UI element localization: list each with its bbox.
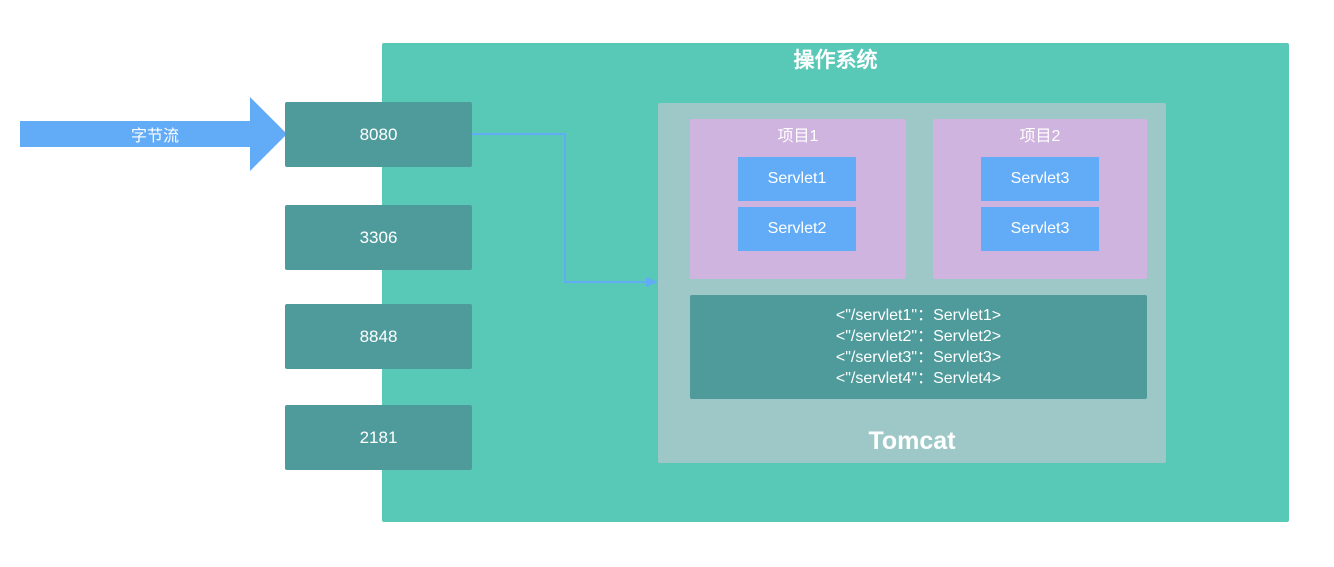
byte-stream-label: 字节流: [130, 128, 179, 145]
connector-line: [472, 133, 648, 283]
connector-arrowhead: [646, 277, 658, 287]
project-2-title: 项目2: [1019, 128, 1061, 145]
project-1-title: 项目1: [777, 128, 819, 145]
project-2-servlet-1: Servlet3: [981, 157, 1099, 201]
port-8080: 8080: [285, 102, 472, 167]
servlet-mapping-box: <"/servlet1"：Servlet1> <"/servlet2"：Serv…: [690, 295, 1147, 399]
mapping-line-3: <"/servlet3"：Servlet3>: [835, 349, 1002, 366]
project-1-servlet-1: Servlet1: [738, 157, 856, 201]
tomcat-label: Tomcat: [868, 427, 956, 455]
operating-system-title: 操作系统: [793, 49, 878, 72]
project-2-servlet-2: Servlet3: [981, 207, 1099, 251]
port-3306: 3306: [285, 205, 472, 270]
mapping-line-2: <"/servlet2"：Servlet2>: [835, 328, 1002, 345]
port-8848: 8848: [285, 304, 472, 369]
mapping-line-1: <"/servlet1"：Servlet1>: [835, 307, 1002, 324]
mapping-line-4: <"/servlet4"：Servlet4>: [835, 370, 1002, 387]
byte-stream-arrow-shape: [20, 97, 287, 171]
project-1-servlet-2: Servlet2: [738, 207, 856, 251]
port-2181: 2181: [285, 405, 472, 470]
